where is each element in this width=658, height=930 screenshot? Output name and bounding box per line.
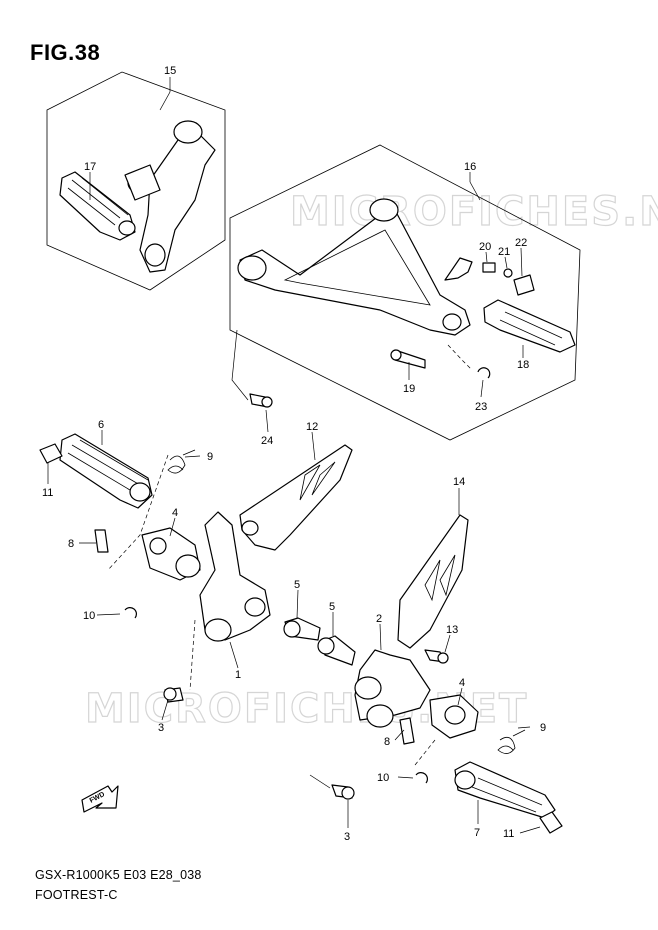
part-2-bracket <box>354 649 431 728</box>
callout-3-left: 3 <box>158 722 164 734</box>
part-17-footpeg <box>59 171 136 241</box>
part-9-spring <box>167 449 196 474</box>
callout-2: 2 <box>376 613 382 625</box>
callout-10-left: 10 <box>83 610 95 622</box>
callout-4-left: 4 <box>172 507 178 519</box>
part-5-bolt-a <box>283 617 321 641</box>
part-8-pin-right <box>399 717 415 745</box>
callout-14: 14 <box>453 476 465 488</box>
callout-19: 19 <box>403 383 415 395</box>
watermark-top: MICROFICHES.NET <box>290 189 658 235</box>
callout-6: 6 <box>98 419 104 431</box>
callout-24: 24 <box>261 435 273 447</box>
callout-16: 16 <box>464 161 476 173</box>
callout-11-left: 11 <box>42 487 53 499</box>
part-1-bracket <box>199 511 271 642</box>
callout-18: 18 <box>517 359 529 371</box>
part-11-cap-right <box>539 811 563 834</box>
part-20-screw <box>482 262 496 273</box>
callout-22: 22 <box>515 237 527 249</box>
part-3-bolt-left <box>163 687 184 703</box>
part-9-spring-right <box>497 729 526 754</box>
callout-1: 1 <box>235 669 241 681</box>
callout-8-left: 8 <box>68 538 74 550</box>
part-6-footpeg <box>59 433 153 509</box>
callout-7: 7 <box>474 827 480 839</box>
callout-numbers: 15 17 16 20 21 22 18 19 23 24 6 9 12 11 … <box>42 65 546 843</box>
assembly-box-16 <box>229 144 581 441</box>
part-4-holder <box>141 527 201 581</box>
figure-title: FIG.38 <box>30 40 101 65</box>
part-16-bracket <box>237 198 473 336</box>
fwd-arrow-icon: FWD <box>81 785 119 813</box>
callout-11-right: 11 <box>503 828 514 840</box>
part-19-pin-head <box>390 349 402 361</box>
callout-8-right: 8 <box>384 736 390 748</box>
part-4-holder-right <box>429 694 479 739</box>
callout-5-a: 5 <box>294 579 300 591</box>
callout-4-right: 4 <box>459 677 465 689</box>
callout-10-right: 10 <box>377 772 389 784</box>
part-18-footpeg <box>483 299 576 353</box>
callout-23: 23 <box>475 401 487 413</box>
callout-15: 15 <box>164 65 176 77</box>
part-15-bracket <box>124 120 216 273</box>
leader-lines <box>47 77 541 834</box>
part-22-plate <box>513 274 535 296</box>
callout-5-b: 5 <box>329 601 335 613</box>
callout-17: 17 <box>84 161 96 173</box>
part-10-clip <box>124 607 137 619</box>
assembly-box-15 <box>46 71 226 291</box>
part-3-bolt-right <box>331 784 355 800</box>
callout-9-right: 9 <box>540 722 546 734</box>
callout-3-right: 3 <box>344 831 350 843</box>
footer-model-code: GSX-R1000K5 E03 E28_038 <box>35 868 202 882</box>
part-12-heel-plate <box>239 444 353 551</box>
part-21-ball <box>503 268 513 278</box>
callout-12: 12 <box>306 421 318 433</box>
part-14-heel-plate <box>397 514 469 649</box>
part-24-bolt <box>249 393 273 408</box>
part-23-clip <box>477 367 491 379</box>
part-8-pin <box>94 529 109 553</box>
footer-assembly-name: FOOTREST-C <box>35 888 118 902</box>
part-5-bolt-b <box>317 635 356 666</box>
part-10-clip-right <box>415 772 428 784</box>
part-11-cap <box>39 443 63 464</box>
callout-20: 20 <box>479 241 491 253</box>
part-7-footpeg <box>454 761 556 819</box>
callout-21: 21 <box>498 246 510 258</box>
callout-13: 13 <box>446 624 458 636</box>
part-13-bolt <box>424 649 449 664</box>
callout-9-left: 9 <box>207 451 213 463</box>
